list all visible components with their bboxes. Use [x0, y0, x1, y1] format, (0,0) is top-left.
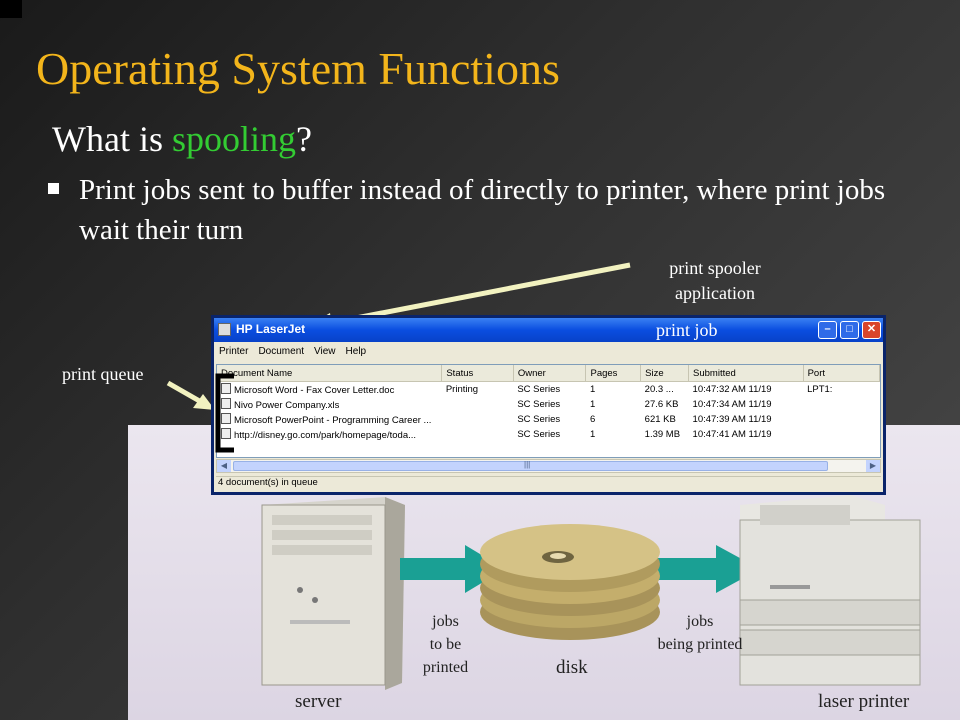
cell-submitted: 10:47:34 AM 11/19	[692, 399, 772, 410]
cell-owner: SC Series	[517, 384, 561, 395]
print-queue-window: HP LaserJet – □ ✕ Printer Document View Hel…	[211, 315, 886, 495]
document-icon	[221, 398, 231, 409]
cell-status	[442, 412, 514, 427]
document-icon	[221, 413, 231, 424]
status-bar: 4 document(s) in queue	[216, 476, 881, 491]
cell-document: http://disney.go.com/park/homepage/toda.…	[217, 427, 442, 442]
print-spooler-label-line2: application	[675, 283, 755, 303]
table-row[interactable]: Microsoft PowerPoint - Programming Caree…	[217, 412, 880, 427]
cell-owner: SC Series	[517, 399, 561, 410]
cell-port: LPT1:	[807, 384, 833, 395]
bullet-text: Print jobs sent to buffer instead of dir…	[79, 174, 886, 246]
print-spooler-label-line1: print spooler	[669, 258, 761, 278]
cell-document: Nivo Power Company.xls	[217, 397, 442, 412]
menu-view[interactable]: View	[314, 346, 336, 357]
jobs-to-line1: jobs	[432, 613, 459, 630]
menu-bar: Printer Document View Help	[214, 343, 883, 361]
jobs-to-line3: printed	[422, 659, 469, 676]
scroll-right-icon[interactable]: ▶	[866, 460, 880, 472]
printer-icon	[218, 323, 231, 336]
menu-help[interactable]: Help	[345, 346, 367, 357]
slide-subtitle: What is spooling?	[52, 118, 312, 160]
print-queue-label: print queue	[62, 364, 144, 384]
scrollbar-thumb[interactable]: |||	[233, 460, 828, 471]
cell-port	[803, 397, 879, 412]
col-status[interactable]: Status	[441, 365, 514, 382]
subtitle-suffix: ?	[296, 119, 312, 159]
print-job-label: print job	[656, 320, 718, 340]
cell-document: Microsoft PowerPoint - Programming Caree…	[217, 412, 442, 427]
disk-icon	[480, 524, 660, 640]
document-name: Microsoft Word - Fax Cover Letter.doc	[234, 385, 395, 396]
table-row[interactable]: http://disney.go.com/park/homepage/toda.…	[217, 427, 880, 442]
disk-label: disk	[556, 657, 588, 678]
cell-size: 621 KB	[644, 414, 676, 425]
cell-submitted: 10:47:39 AM 11/19	[692, 414, 772, 425]
col-size[interactable]: Size	[640, 365, 690, 382]
window-body: HP LaserJet – □ ✕ Printer Document View Hel…	[214, 318, 883, 492]
cell-document: Microsoft Word - Fax Cover Letter.doc	[217, 382, 442, 398]
menu-printer[interactable]: Printer	[219, 346, 249, 357]
cell-port	[803, 412, 879, 427]
jobs-being-line1: jobs	[686, 613, 714, 630]
subtitle-prefix: What is	[52, 119, 172, 159]
cell-pages: 1	[589, 399, 596, 410]
queue-bracket-icon	[215, 373, 234, 453]
bullet-square-icon	[48, 183, 59, 194]
table-row[interactable]: Microsoft Word - Fax Cover Letter.doc Pr…	[217, 382, 880, 398]
subtitle-highlight: spooling	[171, 119, 296, 159]
cell-port	[803, 427, 879, 442]
cell-size: 27.6 KB	[644, 399, 679, 410]
laser-printer-label: laser printer	[818, 691, 910, 712]
scroll-left-icon[interactable]: ◀	[217, 460, 231, 472]
cell-size: 20.3 ...	[644, 384, 674, 395]
col-document-name[interactable]: Document Name	[217, 365, 443, 382]
print-spooler-label: print spooler application	[630, 256, 800, 306]
jobs-to-line2: to be	[429, 636, 462, 653]
thumb-grip: |||	[524, 460, 531, 469]
cell-size: 1.39 MB	[644, 429, 681, 440]
print-queue-callout-arrow-icon	[166, 380, 215, 410]
window-title: HP LaserJet	[236, 322, 306, 336]
menu-document[interactable]: Document	[258, 346, 305, 357]
document-name: http://disney.go.com/park/homepage/toda.…	[234, 430, 417, 441]
cell-submitted: 10:47:32 AM 11/19	[692, 384, 772, 395]
document-name: Nivo Power Company.xls	[234, 400, 340, 411]
cell-owner: SC Series	[517, 429, 561, 440]
slide-title: Operating System Functions	[36, 43, 560, 94]
cell-status	[442, 427, 514, 442]
print-queue-table: Document Name Status Owner Pages Size Su…	[217, 365, 880, 442]
document-icon	[221, 428, 231, 439]
col-owner[interactable]: Owner	[513, 365, 587, 382]
col-port[interactable]: Port	[803, 365, 880, 382]
maximize-button[interactable]: □	[840, 321, 859, 339]
document-name: Microsoft PowerPoint - Programming Caree…	[234, 415, 432, 426]
cell-pages: 6	[589, 414, 596, 425]
cell-submitted: 10:47:41 AM 11/19	[692, 429, 772, 440]
corner-block	[0, 0, 22, 18]
document-icon	[221, 383, 231, 394]
jobs-being-line2: being printed	[657, 636, 743, 653]
cell-status	[442, 397, 514, 412]
server-label: server	[295, 691, 342, 712]
cell-pages: 1	[589, 429, 596, 440]
col-pages[interactable]: Pages	[585, 365, 642, 382]
close-button[interactable]: ✕	[862, 321, 881, 339]
cell-pages: 1	[589, 384, 596, 395]
col-submitted[interactable]: Submitted	[688, 365, 804, 382]
cell-status: Printing	[445, 384, 479, 395]
horizontal-scrollbar[interactable]: ◀ ||| ▶	[216, 459, 881, 473]
jobs-to-be-printed-label: jobs to be printed	[408, 610, 483, 679]
table-header: Document Name Status Owner Pages Size Su…	[217, 365, 880, 382]
laser-printer-icon	[739, 495, 921, 686]
jobs-being-printed-label: jobs being printed	[640, 610, 760, 656]
cell-owner: SC Series	[517, 414, 561, 425]
server-icon	[261, 497, 405, 690]
minimize-button[interactable]: –	[818, 321, 837, 339]
window-titlebar[interactable]: HP LaserJet – □ ✕	[214, 318, 883, 342]
table-row[interactable]: Nivo Power Company.xls SC Series 1 27.6 …	[217, 397, 880, 412]
print-queue-list[interactable]: Document Name Status Owner Pages Size Su…	[216, 364, 881, 458]
